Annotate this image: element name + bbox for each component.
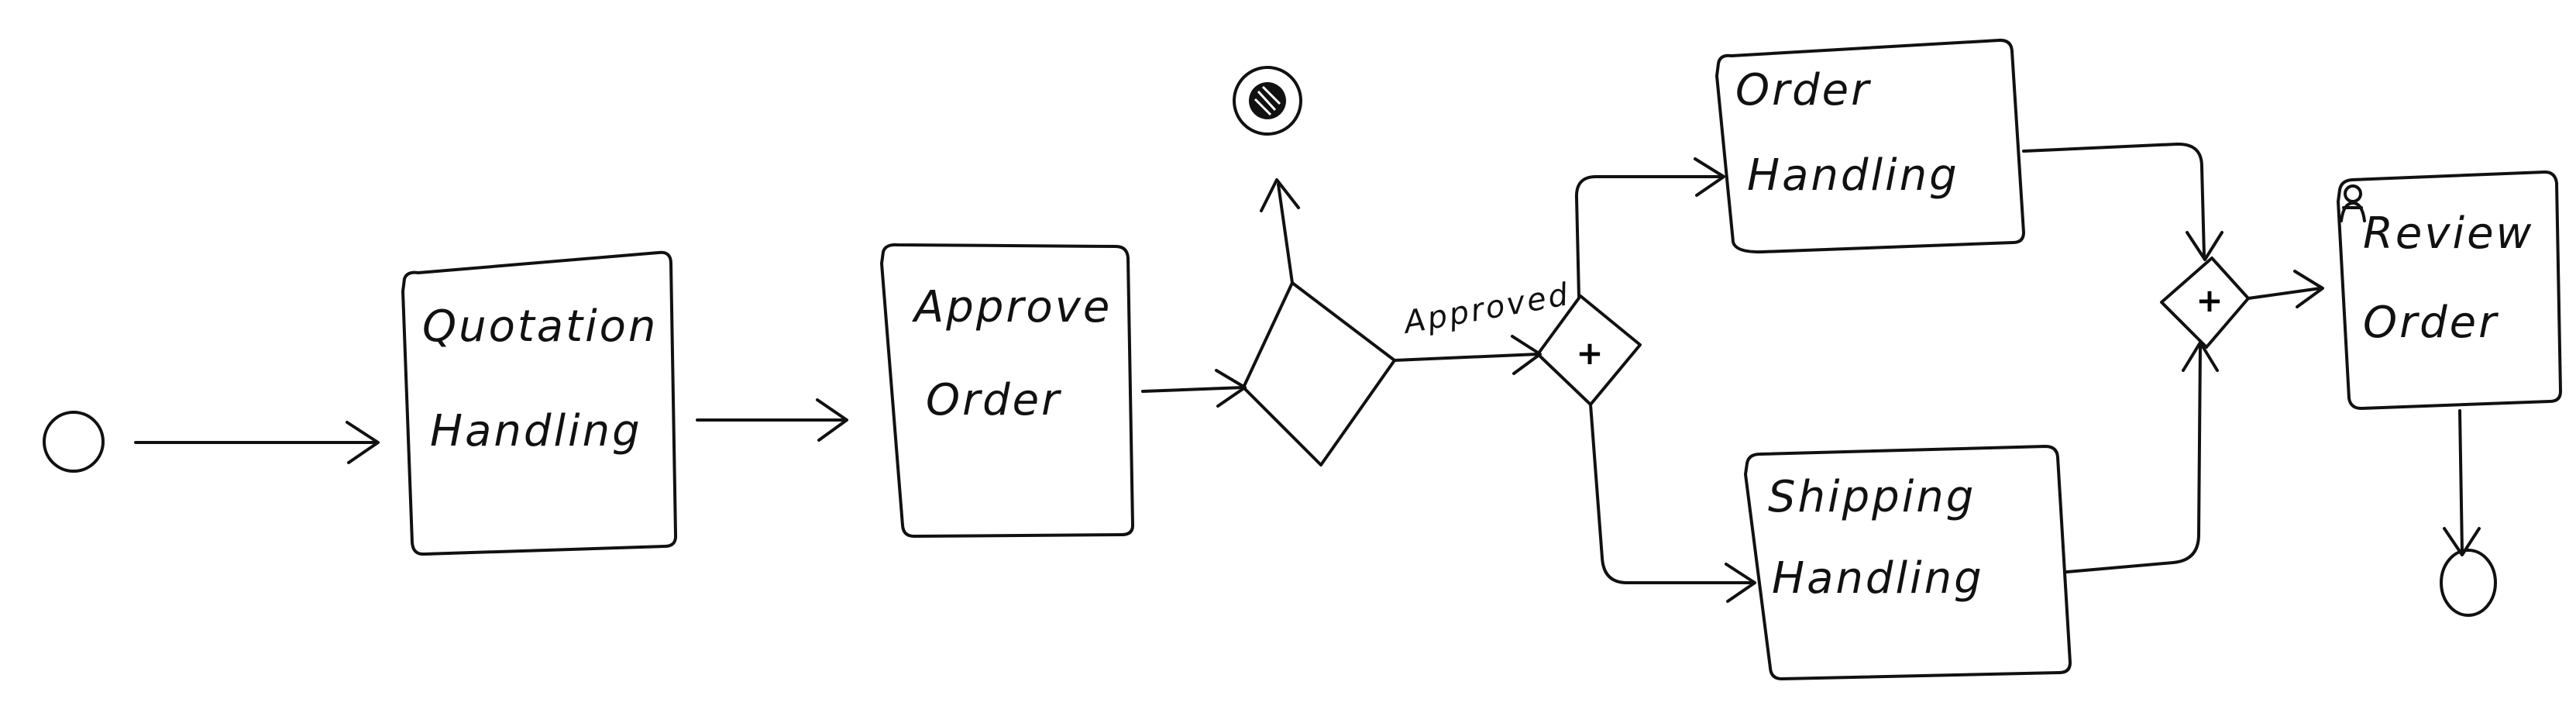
task-approve-line1: Approve (912, 282, 1112, 332)
task-order-handling[interactable]: Order Handling (1715, 38, 2025, 254)
start-event[interactable] (43, 411, 105, 473)
user-task-icon (2340, 184, 2366, 222)
flow-approve-to-decision (1141, 369, 1247, 408)
task-order-line2: Handling (1747, 150, 1959, 201)
flow-quotation-to-approve (696, 398, 848, 442)
flow-order-handling-to-join (2022, 142, 2223, 261)
task-shipping-handling[interactable]: Shipping Handling (1744, 445, 2072, 680)
task-review-order[interactable]: Review Order (2337, 170, 2562, 410)
edge-label-approved: Approved (1399, 277, 1573, 341)
parallel-gateway-join[interactable]: + (2160, 256, 2250, 349)
flow-join-to-review (2247, 270, 2324, 308)
task-quotation-line2: Handling (430, 406, 642, 456)
task-shipping-line2: Handling (1772, 553, 1984, 604)
task-approve-line2: Order (926, 375, 1061, 425)
task-quotation-line1: Quotation (422, 301, 658, 352)
split-marker: + (1576, 334, 1603, 372)
task-review-line2: Order (2363, 298, 2499, 348)
task-approve-order[interactable]: Approve Order (880, 243, 1134, 538)
task-shipping-line1: Shipping (1768, 472, 1976, 522)
exclusive-gateway[interactable] (1242, 281, 1396, 467)
flow-split-to-order-handling (1574, 157, 1725, 299)
join-marker: + (2196, 281, 2223, 319)
end-event[interactable] (2440, 549, 2497, 617)
flow-split-to-shipping-handling (1589, 403, 1756, 603)
flow-decision-to-terminate (1260, 178, 1300, 284)
flow-shipping-handling-to-join (2065, 341, 2219, 573)
flow-start-to-quotation (134, 421, 380, 464)
flow-review-to-end (2443, 409, 2481, 556)
task-order-line1: Order (1735, 65, 1871, 115)
flow-decision-to-split: Approved (1393, 277, 1573, 375)
task-quotation-handling[interactable]: Quotation Handling (401, 250, 678, 556)
task-review-line1: Review (2363, 208, 2533, 259)
terminate-end-event[interactable] (1233, 66, 1302, 136)
